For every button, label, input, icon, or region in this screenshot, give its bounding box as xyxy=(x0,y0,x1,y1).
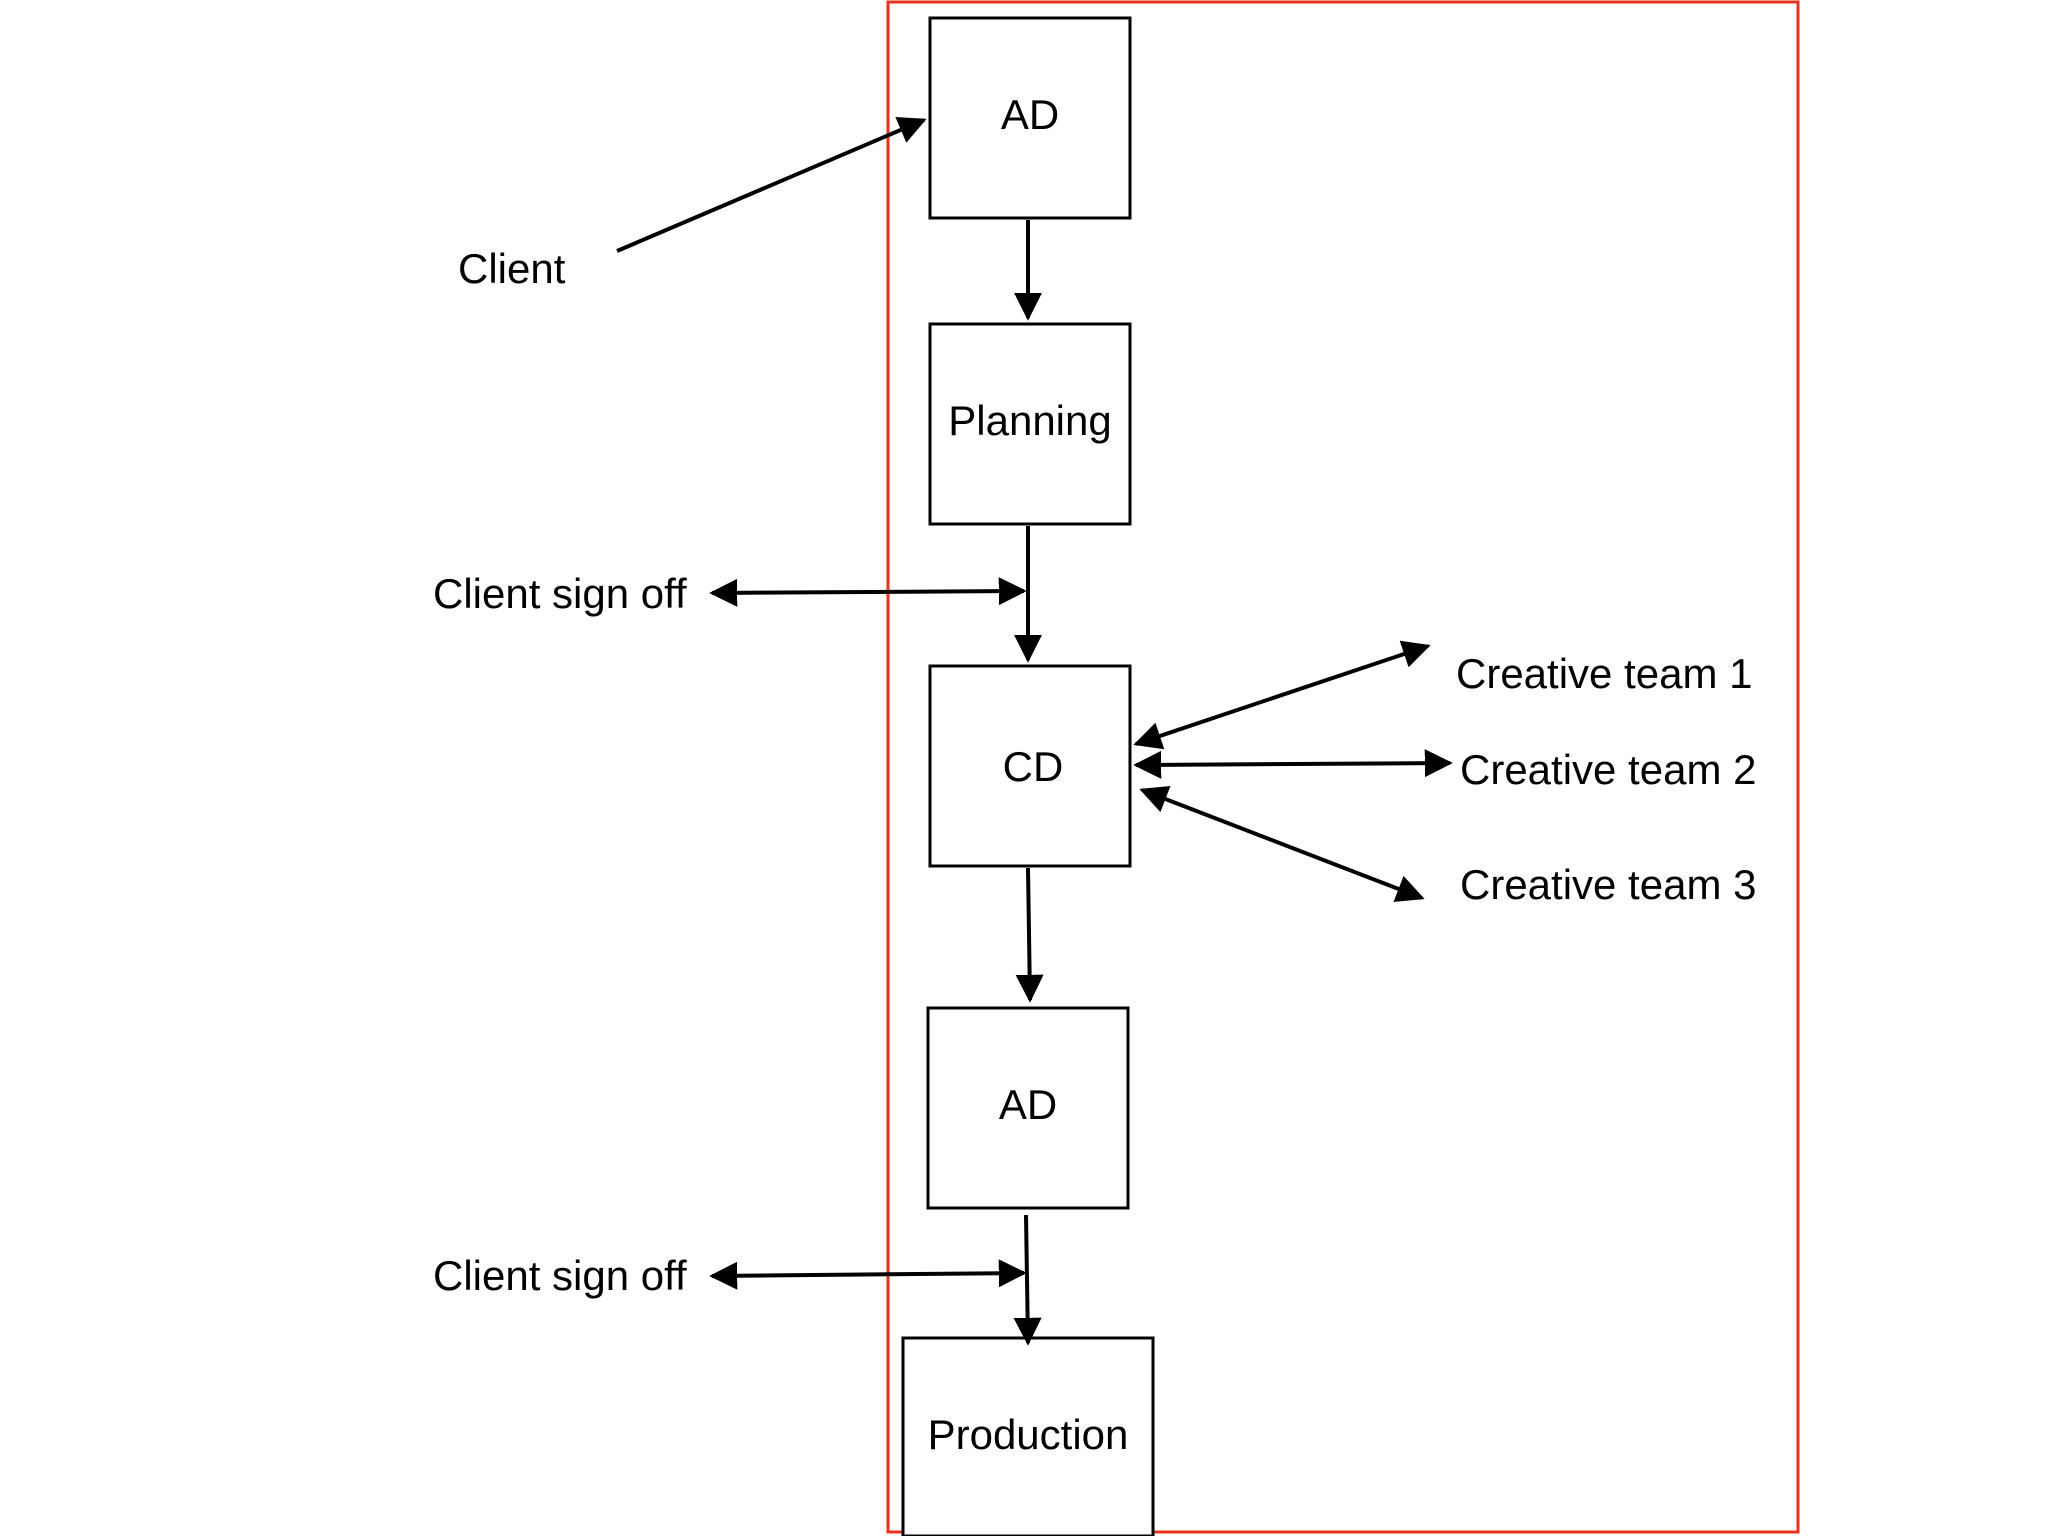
arrow-client-sign-off-2 xyxy=(709,1259,1027,1290)
node-ad-top[interactable]: AD xyxy=(928,16,1132,220)
node-planning-label: Planning xyxy=(948,397,1111,444)
node-ad-bottom[interactable]: AD xyxy=(926,1006,1130,1210)
node-production[interactable]: Production xyxy=(901,1336,1155,1536)
node-ad-top-label: AD xyxy=(1001,91,1059,138)
label-client-sign-off-2: Client sign off xyxy=(433,1252,687,1299)
label-creative-team-1: Creative team 1 xyxy=(1456,650,1752,697)
label-client: Client xyxy=(458,245,566,292)
arrow-client-to-ad xyxy=(616,117,927,253)
node-cd-label: CD xyxy=(1003,743,1064,790)
label-creative-team-2: Creative team 2 xyxy=(1460,746,1756,793)
node-ad-bottom-label: AD xyxy=(999,1081,1057,1128)
arrow-cd-creative-team-3 xyxy=(1139,786,1425,902)
arrow-client-sign-off-1 xyxy=(709,577,1027,607)
node-production-label: Production xyxy=(928,1411,1129,1458)
arrow-cd-creative-team-1 xyxy=(1133,640,1431,750)
arrow-ad-to-production xyxy=(1013,1214,1042,1346)
node-planning[interactable]: Planning xyxy=(928,322,1132,526)
frame-border xyxy=(886,0,1800,1534)
arrow-cd-creative-team-2 xyxy=(1133,749,1453,779)
arrow-cd-to-ad xyxy=(1015,867,1044,1003)
node-cd[interactable]: CD xyxy=(928,664,1132,868)
label-client-sign-off-1: Client sign off xyxy=(433,570,687,617)
label-creative-team-3: Creative team 3 xyxy=(1460,861,1756,908)
